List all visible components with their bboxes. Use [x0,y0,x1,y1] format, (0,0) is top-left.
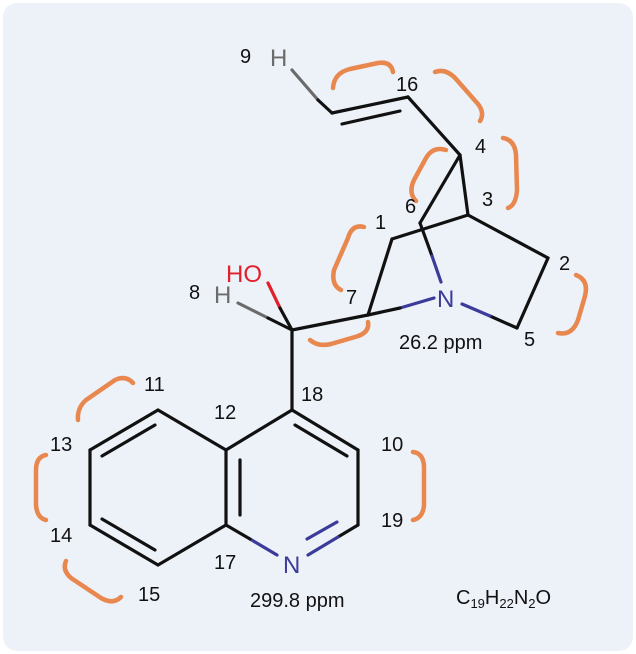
number-5: 5 [524,329,535,351]
atom-h8: H [214,282,231,309]
formula-n: N [514,587,528,609]
formula-o: O [536,587,552,609]
bond-7-8 [290,313,370,332]
bond-14-15-inner [100,517,157,552]
bond-vinyl-double-inner [340,109,402,126]
bond-7-1 [366,237,394,317]
atom-n-quinoline: N [283,552,300,579]
number-2: 2 [559,253,570,275]
atom-h9: H [270,45,287,72]
bond-5-n [488,314,519,330]
number-6: 6 [405,196,416,218]
brackets [33,60,589,604]
shift-quinoline-n: 299.8 ppm [250,590,345,612]
formula-h-sub: 22 [499,596,513,611]
formula-c: C [456,587,470,609]
bracket-2-5 [555,272,589,336]
number-10: 10 [381,434,403,456]
atom-numbers: 9 16 4 6 3 1 2 7 5 8 18 11 12 13 10 14 1… [50,46,570,606]
number-18: 18 [301,384,323,406]
bond-n-7-blue [398,296,436,310]
number-8: 8 [189,282,200,304]
bracket-11-13 [75,375,136,423]
atom-labels: H HO H N N [214,45,454,579]
bracket-4-3 [500,135,520,211]
bond-18-10 [290,408,360,452]
bond-15-17 [156,523,228,567]
number-19: 19 [381,510,403,532]
bond-h9 [290,68,320,102]
bond-o-c [278,306,294,332]
formula-c-sub: 19 [470,596,484,611]
bond-3-2 [466,213,550,260]
number-1: 1 [375,212,386,234]
number-12: 12 [214,402,236,424]
bond-4-3 [458,153,470,217]
shift-quinuclidine-n: 26.2 ppm [399,332,482,354]
bond-19-n-inner [305,520,339,541]
bond-h8-c [266,316,294,332]
bond-3-1 [390,213,470,241]
diagram-panel [3,3,633,651]
number-14: 14 [50,525,72,547]
bond-19-n-blue [306,535,340,557]
number-15: 15 [138,584,160,606]
bond-11-13 [88,408,160,452]
bond-18-10-inner [293,423,349,458]
number-16: 16 [396,74,418,96]
bond-n-17 [224,523,252,541]
bond-n-7 [366,306,402,317]
bond-4-6 [418,153,462,225]
bonds [88,68,550,567]
molecular-formula: C19H22N2O [456,587,551,611]
bond-12-11 [156,408,228,452]
bond-n-17-blue [248,537,279,557]
bond-19-n [336,523,360,539]
bond-h9-c [316,98,334,115]
bracket-14-15 [62,558,124,604]
number-4: 4 [475,136,486,158]
bracket-10-19 [410,449,427,523]
bond-16-4 [406,95,462,157]
bond-11-13-inner [100,423,157,458]
number-11: 11 [144,374,165,396]
formula-n-sub: 2 [528,596,535,611]
bond-h8 [236,301,270,320]
atom-ho: HO [226,261,262,288]
bracket-4-6 [409,146,449,204]
bond-12-18 [224,408,294,452]
bracket-13-14 [33,452,49,523]
formula-h: H [485,587,499,609]
number-7: 7 [346,287,357,309]
bond-14-15 [88,523,160,567]
bond-2-5 [515,256,550,330]
bond-6-n-blue [430,254,443,284]
bracket-vinyl [330,60,396,91]
bracket-16-4 [432,68,485,124]
number-17: 17 [214,552,236,574]
bond-vinyl-double [330,95,410,115]
number-13: 13 [50,434,72,456]
bracket-7-8 [307,319,371,348]
number-3: 3 [482,189,493,211]
bond-o [266,281,282,310]
bond-5-n-blue [460,302,492,318]
number-9: 9 [240,46,251,68]
bracket-1-7 [331,224,367,293]
atom-n-quinuclidine: N [437,286,454,313]
